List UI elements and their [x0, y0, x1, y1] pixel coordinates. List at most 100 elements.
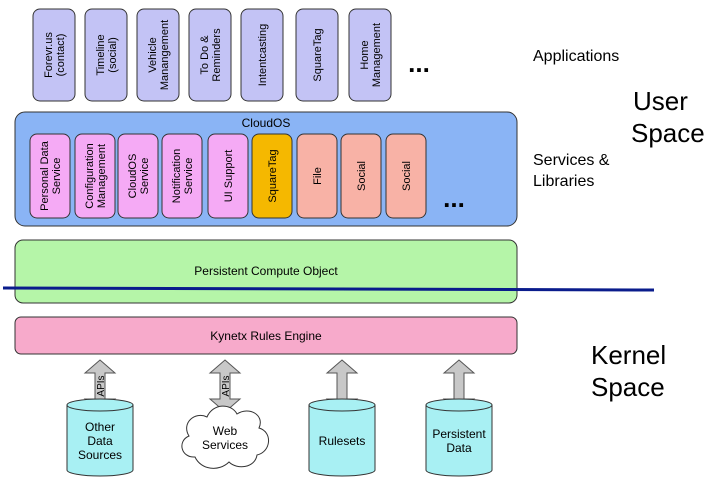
service-label-line: CloudOS: [127, 154, 139, 199]
source-label-line: Data: [446, 441, 472, 455]
service-label-line: SquareTag: [267, 149, 279, 202]
kernel-space-label-line1: Kernel: [591, 340, 666, 370]
service-label: ConfigurationManagement: [84, 143, 108, 208]
service-label: UI Support: [223, 150, 235, 203]
app-label: Timeline(social): [95, 34, 119, 75]
source-label: Rulesets: [319, 434, 366, 448]
service-box: UI Support: [207, 133, 249, 219]
service-label-line: Service: [51, 158, 63, 195]
source-label-line: Web: [213, 424, 238, 438]
database-cylinder-icon: [425, 405, 493, 477]
service-box-shape: [340, 133, 382, 219]
service-label: SquareTag: [267, 149, 279, 202]
service-box: Social: [385, 133, 427, 219]
service-label: NotificationService: [171, 149, 195, 203]
app-label-line: SquareTag: [312, 28, 324, 81]
service-box: CloudOSService: [117, 133, 159, 219]
app-label: SquareTag: [312, 28, 324, 81]
persistent-compute-object-label: Persistent Compute Object: [194, 264, 338, 278]
cylinder-top: [308, 398, 376, 412]
cylinder-top: [66, 398, 134, 412]
service-box-shape: [74, 133, 116, 219]
user-space-label-line2: Space: [631, 118, 705, 148]
app-box: Timeline(social): [84, 8, 128, 102]
service-label-line: Social: [401, 161, 413, 191]
app-box: VehicleManangement: [136, 8, 180, 102]
service-box-shape: [29, 133, 71, 219]
app-box: HomeManagement: [348, 8, 392, 102]
app-label-line: Timeline: [95, 34, 107, 75]
applications-ellipsis: ...: [408, 48, 430, 78]
service-label: Social: [401, 161, 413, 191]
services-ellipsis: ...: [443, 183, 465, 213]
app-label-line: (contact): [55, 34, 67, 77]
service-box: File: [296, 133, 338, 219]
source-label-line: Rulesets: [319, 434, 366, 448]
app-label-line: Reminders: [211, 28, 223, 82]
service-label: CloudOSService: [127, 154, 151, 199]
service-box-shape: [207, 133, 249, 219]
app-label-line: (social): [107, 37, 119, 72]
apis-label: APIs: [96, 375, 107, 396]
app-label-line: Home: [359, 40, 371, 69]
kynetx-rules-engine: [14, 316, 518, 355]
service-box-shape: [251, 133, 293, 219]
services-libraries-label-line1: Services &: [533, 152, 610, 169]
app-label-line: To Do &: [199, 35, 211, 75]
service-label: File: [312, 167, 324, 185]
app-label: VehicleManangement: [147, 20, 171, 90]
source-label-line: Data: [87, 434, 113, 448]
app-label-line: Management: [371, 23, 383, 87]
service-box: ConfigurationManagement: [74, 133, 116, 219]
app-box: SquareTag: [295, 8, 339, 102]
service-box-shape: [296, 133, 338, 219]
service-label-line: File: [312, 167, 324, 185]
services-libraries-label-line2: Libraries: [533, 173, 594, 190]
app-label-line: Intentcasting: [257, 24, 269, 86]
cloudos-title: CloudOS: [242, 116, 291, 130]
database-cylinder-icon: [66, 405, 134, 477]
app-label: Intentcasting: [257, 24, 269, 86]
service-label-line: Service: [183, 158, 195, 195]
service-box: Social: [340, 133, 382, 219]
app-box-shape: [188, 8, 232, 102]
cylinder-top: [425, 398, 493, 412]
app-box: Intentcasting: [240, 8, 284, 102]
service-label-line: Social: [356, 161, 368, 191]
app-box-shape: [348, 8, 392, 102]
service-label-line: Service: [139, 158, 151, 195]
app-box-shape: [295, 8, 339, 102]
app-box-shape: [240, 8, 284, 102]
service-label-line: Notification: [171, 149, 183, 203]
service-label-line: Configuration: [84, 143, 96, 208]
app-box-shape: [136, 8, 180, 102]
apis-label: APIs: [221, 375, 232, 396]
app-label-line: Forevr.us: [43, 32, 55, 78]
source-label-line: Sources: [78, 448, 122, 462]
app-label: Forevr.us(contact): [43, 32, 67, 78]
service-box: Personal DataService: [29, 133, 71, 219]
kernel-space-label-line2: Space: [591, 372, 665, 402]
database-cylinder-icon: [308, 405, 376, 477]
source-label-line: Services: [202, 438, 248, 452]
app-label: To Do &Reminders: [199, 28, 223, 82]
service-box: SquareTag: [251, 133, 293, 219]
app-box: Forevr.us(contact): [32, 8, 76, 102]
service-label-line: Personal Data: [39, 140, 51, 211]
service-label: Personal DataService: [39, 140, 63, 211]
user-space-label-line1: User: [633, 86, 688, 116]
cloud-icon: [181, 405, 269, 469]
app-box: To Do &Reminders: [188, 8, 232, 102]
service-label-line: UI Support: [223, 150, 235, 203]
service-box-shape: [117, 133, 159, 219]
app-label-line: Manangement: [159, 20, 171, 90]
kynetx-rules-engine-label: Kynetx Rules Engine: [210, 329, 322, 343]
service-box: NotificationService: [161, 133, 203, 219]
service-label-line: Management: [96, 144, 108, 208]
